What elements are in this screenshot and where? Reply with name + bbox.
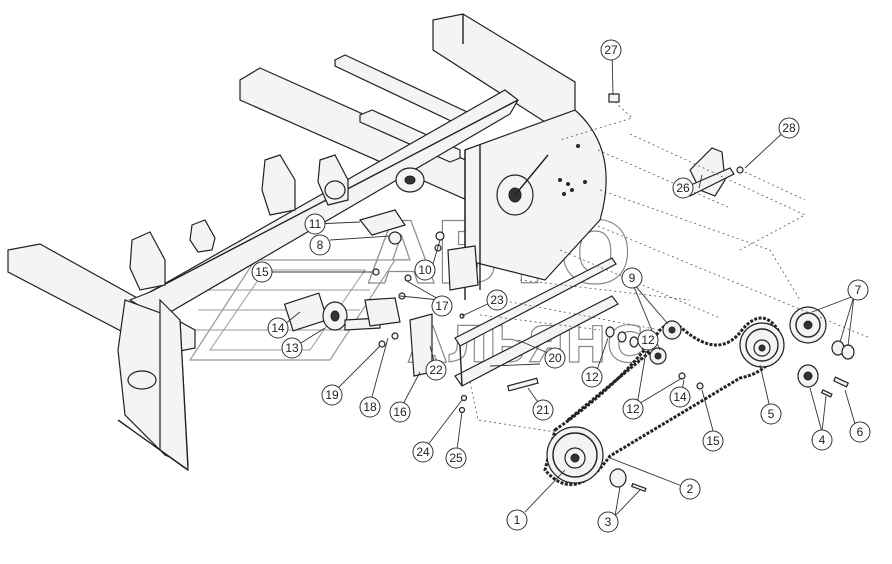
svg-text:12: 12 [641, 333, 655, 347]
callout-21: 21 [532, 399, 554, 421]
callout-6: 6 [849, 421, 871, 443]
callout-12b: 12 [622, 398, 644, 420]
callout-28: 28 [778, 117, 800, 139]
callout-11: 11 [304, 213, 326, 235]
svg-text:21: 21 [536, 403, 550, 417]
svg-text:15: 15 [255, 265, 269, 279]
callout-4: 4 [811, 429, 833, 451]
svg-text:25: 25 [449, 451, 463, 465]
callout-15b: 15 [702, 430, 724, 452]
callout-22: 22 [425, 359, 447, 381]
svg-text:28: 28 [782, 121, 796, 135]
callout-7: 7 [847, 279, 869, 301]
callout-23: 23 [486, 289, 508, 311]
callout-25: 25 [445, 447, 467, 469]
callout-27: 27 [600, 39, 622, 61]
svg-text:27: 27 [604, 43, 618, 57]
callout-13: 13 [281, 337, 303, 359]
svg-text:14: 14 [673, 390, 687, 404]
callout-24: 24 [412, 441, 434, 463]
callout-2: 2 [679, 478, 701, 500]
svg-text:14: 14 [271, 321, 285, 335]
drive-assembly [543, 306, 855, 493]
svg-text:11: 11 [309, 217, 322, 231]
svg-text:19: 19 [325, 388, 339, 402]
svg-text:22: 22 [429, 363, 443, 377]
svg-text:2: 2 [687, 482, 694, 496]
svg-text:20: 20 [548, 351, 562, 365]
upper-right-parts [608, 93, 744, 197]
svg-text:24: 24 [416, 445, 430, 459]
callout-8: 8 [309, 234, 331, 256]
svg-text:26: 26 [676, 181, 690, 195]
svg-text:3: 3 [605, 515, 612, 529]
svg-text:15: 15 [706, 434, 720, 448]
svg-text:12: 12 [585, 370, 599, 384]
callout-20: 20 [544, 347, 566, 369]
svg-text:18: 18 [363, 400, 377, 414]
callout-10: 10 [414, 259, 436, 281]
callout-12c: 12 [637, 329, 659, 351]
svg-text:6: 6 [857, 425, 864, 439]
svg-text:9: 9 [629, 271, 636, 285]
svg-text:17: 17 [435, 299, 449, 313]
svg-text:23: 23 [490, 293, 504, 307]
callout-14b: 14 [669, 386, 691, 408]
callout-26: 26 [672, 177, 694, 199]
callout-9: 9 [621, 267, 643, 289]
callout-18: 18 [359, 396, 381, 418]
mid-parts [283, 209, 704, 414]
svg-text:7: 7 [855, 283, 862, 297]
svg-text:13: 13 [285, 341, 299, 355]
callout-3: 3 [597, 511, 619, 533]
svg-text:1: 1 [514, 513, 521, 527]
svg-text:4: 4 [819, 433, 826, 447]
svg-text:16: 16 [393, 405, 407, 419]
svg-text:8: 8 [317, 238, 324, 252]
svg-text:10: 10 [418, 263, 432, 277]
callout-14a: 14 [267, 317, 289, 339]
svg-text:5: 5 [768, 407, 775, 421]
svg-text:12: 12 [626, 402, 640, 416]
frame [7, 13, 607, 472]
callout-15a: 15 [251, 261, 273, 283]
callout-5: 5 [760, 403, 782, 425]
callout-16: 16 [389, 401, 411, 423]
callout-19: 19 [321, 384, 343, 406]
callout-1: 1 [506, 509, 528, 531]
callout-17: 17 [431, 295, 453, 317]
callout-12a: 12 [581, 366, 603, 388]
